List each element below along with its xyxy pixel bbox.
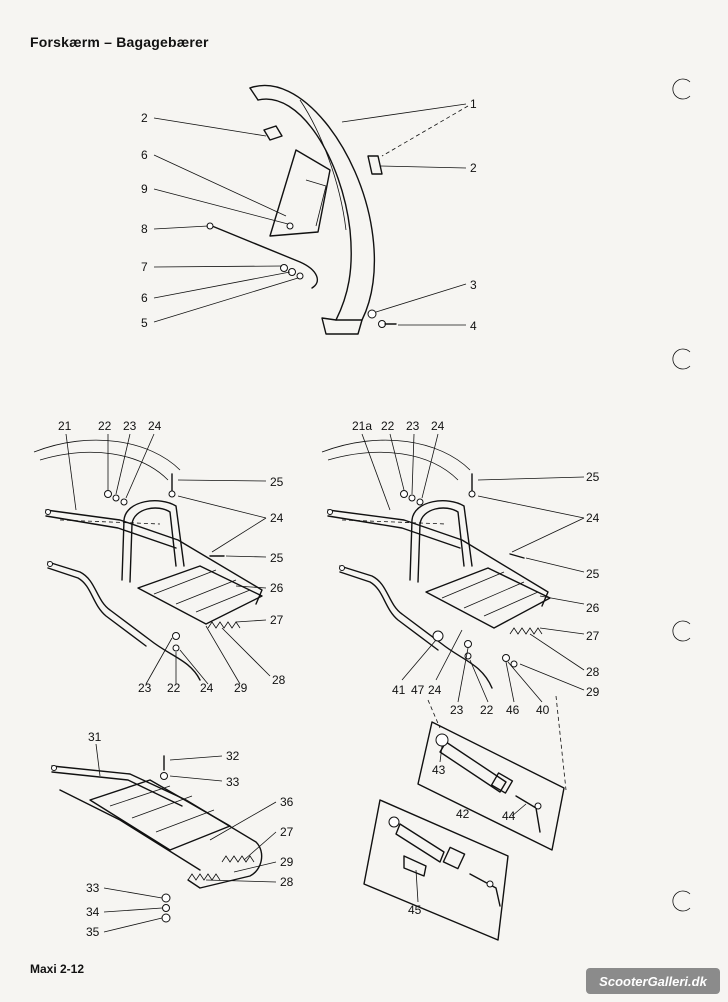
label-43: 43 [432, 763, 446, 777]
carrier-left-leaders [65, 433, 271, 685]
label-22: 22 [381, 419, 395, 433]
carrier-left-labels: 21 22 23 24 25 24 25 26 27 28 29 24 22 2… [58, 419, 286, 695]
label-31: 31 [88, 730, 102, 744]
fender-leaders [153, 103, 467, 326]
label-21: 21 [58, 419, 72, 433]
label-24-right: 24 [586, 511, 600, 525]
carrier-right-assembly [321, 439, 567, 791]
label-41: 41 [392, 683, 406, 697]
label-2-right: 2 [470, 161, 477, 175]
label-29: 29 [280, 855, 294, 869]
label-32: 32 [226, 749, 240, 763]
carrier-bottom-labels: 31 32 33 36 27 29 28 33 34 35 [86, 730, 294, 939]
label-24: 24 [431, 419, 445, 433]
label-23-bottom: 23 [138, 681, 152, 695]
label-3: 3 [470, 278, 477, 292]
label-8: 8 [141, 222, 148, 236]
label-25-mid: 25 [270, 551, 284, 565]
label-24-bottom: 24 [428, 683, 442, 697]
label-24: 24 [148, 419, 162, 433]
label-23-bottom: 23 [450, 703, 464, 717]
label-42: 42 [456, 807, 470, 821]
lock-kit-labels: 43 42 44 45 [408, 763, 516, 917]
label-25-top: 25 [270, 475, 284, 489]
label-7: 7 [141, 260, 148, 274]
label-23: 23 [406, 419, 420, 433]
binder-holes [672, 78, 691, 912]
carrier-right-labels: 21a 22 23 24 25 24 25 26 27 28 29 40 46 … [352, 419, 600, 717]
label-26: 26 [270, 581, 284, 595]
lock-kit-leaders [415, 745, 527, 903]
label-6-top: 6 [141, 148, 148, 162]
label-1: 1 [470, 97, 477, 111]
label-34: 34 [86, 905, 100, 919]
label-23: 23 [123, 419, 137, 433]
label-28: 28 [586, 665, 600, 679]
page-title: Forskærm – Bagagebærer [30, 34, 209, 50]
label-29: 29 [234, 681, 248, 695]
lock-kit-45 [363, 799, 509, 941]
label-27: 27 [280, 825, 294, 839]
fender-assembly [206, 84, 469, 335]
label-28: 28 [272, 673, 286, 687]
label-24-bottom: 24 [200, 681, 214, 695]
label-26: 26 [586, 601, 600, 615]
label-44: 44 [502, 809, 516, 823]
label-22-bottom: 22 [480, 703, 494, 717]
label-28: 28 [280, 875, 294, 889]
label-27: 27 [270, 613, 284, 627]
label-33-top: 33 [226, 775, 240, 789]
fender-labels: 1 2 2 6 9 8 7 6 5 3 4 [141, 97, 477, 333]
label-47: 47 [411, 683, 425, 697]
label-46: 46 [506, 703, 520, 717]
label-4: 4 [470, 319, 477, 333]
label-29: 29 [586, 685, 600, 699]
watermark-logo: ScooterGalleri.dk [586, 968, 720, 994]
label-24-right: 24 [270, 511, 284, 525]
page-footer: Maxi 2-12 [30, 962, 85, 976]
label-40: 40 [536, 703, 550, 717]
label-2-left: 2 [141, 111, 148, 125]
lock-kit-42 [417, 721, 565, 851]
carrier-right-leaders [361, 433, 585, 703]
label-9: 9 [141, 182, 148, 196]
label-25-top: 25 [586, 470, 600, 484]
label-5: 5 [141, 316, 148, 330]
label-33-bottom: 33 [86, 881, 100, 895]
label-22: 22 [98, 419, 112, 433]
label-6-bottom: 6 [141, 291, 148, 305]
carrier-bottom-assembly [51, 755, 263, 923]
label-25-mid: 25 [586, 567, 600, 581]
label-21a: 21a [352, 419, 372, 433]
label-27: 27 [586, 629, 600, 643]
label-35: 35 [86, 925, 100, 939]
label-36: 36 [280, 795, 294, 809]
carrier-bottom-leaders [95, 743, 277, 933]
label-22-bottom: 22 [167, 681, 181, 695]
label-45: 45 [408, 903, 422, 917]
carrier-left-assembly [33, 439, 263, 681]
